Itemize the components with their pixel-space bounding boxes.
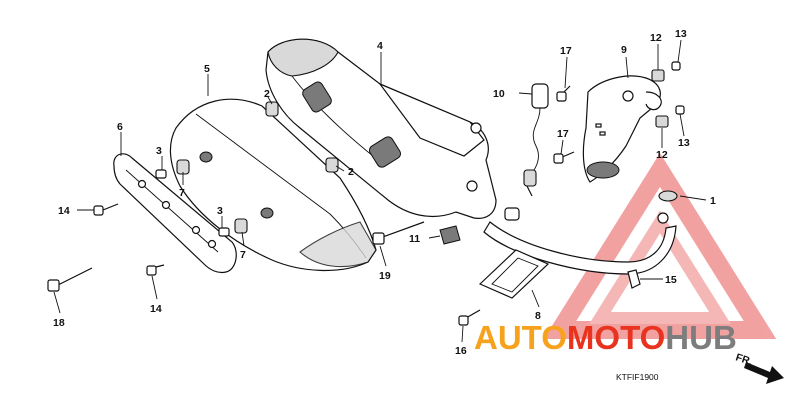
callout-9: 9 [621,44,627,56]
bolts [47,61,685,326]
bracket-part-6 [113,153,237,274]
callout-7b: 7 [240,249,246,261]
forward-arrow: FR. [734,351,784,384]
watermark-logo: AUTOMOTOHUB [474,319,737,356]
callout-6: 6 [117,121,123,133]
callout-14a: 14 [58,205,70,217]
callout-7a: 7 [179,187,185,199]
grommets [155,101,339,237]
leader-lines [53,39,707,343]
muffler-part-4 [265,38,497,219]
callout-3b: 3 [217,205,223,217]
callout-16: 16 [455,345,467,357]
tail-bracket-part-8 [478,212,677,299]
callout-12a: 12 [650,32,662,44]
callout-11: 11 [409,233,420,245]
callout-1: 1 [710,195,716,207]
callout-19: 19 [379,270,391,282]
callout-2b: 2 [348,166,354,178]
callout-17b: 17 [557,128,569,140]
callout-8: 8 [535,310,541,322]
callout-4: 4 [377,40,383,52]
watermark-moto: MOTO [567,319,665,356]
forward-arrow-icon [744,362,784,384]
oxygen-sensor-part-10 [523,83,549,197]
callout-14b: 14 [150,303,162,315]
callout-3a: 3 [156,145,162,157]
watermark-hub: HUB [665,319,737,356]
callout-2a: 2 [264,88,270,100]
muffler-cover-part-9 [582,69,669,183]
small-parts [439,190,678,289]
callout-numbers: 1 2 2 3 3 4 5 6 7 7 8 9 10 11 12 12 13 1… [53,28,716,357]
callout-10: 10 [493,88,505,100]
callout-15: 15 [665,274,677,286]
callout-18: 18 [53,317,65,329]
callout-13a: 13 [675,28,687,40]
watermark-auto: AUTO [474,319,567,356]
svg-text:AUTOMOTOHUB: AUTOMOTOHUB [474,319,737,356]
callout-17a: 17 [560,45,572,57]
diagram-code: KTFIF1900 [616,372,659,382]
callout-5: 5 [204,63,210,75]
callout-13b: 13 [678,137,690,149]
callout-12b: 12 [656,149,668,161]
